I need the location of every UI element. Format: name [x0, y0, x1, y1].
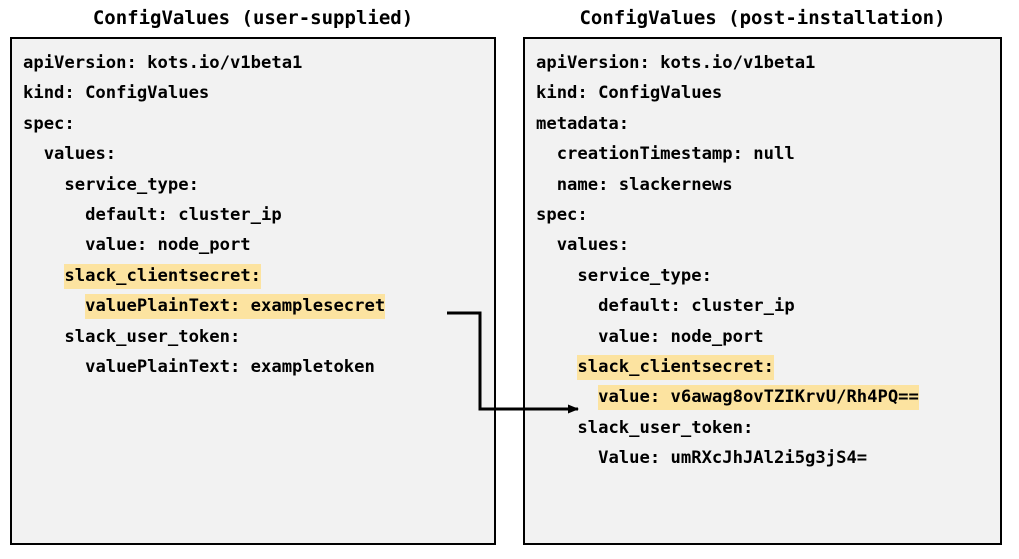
code-line: name: slackernews: [536, 170, 1000, 200]
code-line-text: kind: ConfigValues: [23, 83, 210, 104]
code-line-text: kind: ConfigValues: [536, 83, 723, 104]
code-line: creationTimestamp: null: [536, 139, 1000, 169]
code-line-text: slack_clientsecret:: [577, 354, 775, 380]
code-line-text: slack_user_token:: [64, 326, 241, 347]
code-line: values:: [23, 139, 494, 169]
right-code-lines: apiVersion: kots.io/v1beta1 kind: ConfigV…: [536, 48, 1000, 473]
code-line: default: cluster_ip: [23, 200, 494, 230]
code-line-text: metadata:: [536, 113, 630, 134]
code-line: value: node_port: [23, 230, 494, 260]
code-line-text: slack_clientsecret:: [64, 263, 262, 289]
code-line-text: value: node_port: [598, 326, 764, 347]
code-line-text: creationTimestamp: null: [556, 144, 795, 165]
code-line: metadata:: [536, 109, 1000, 139]
code-line-text: valuePlainText: exampletoken: [85, 356, 375, 377]
code-line-text: slack_user_token:: [577, 417, 754, 438]
code-line-text: name: slackernews: [556, 174, 733, 195]
code-line: slack_user_token:: [536, 413, 1000, 443]
code-line: slack_clientsecret:: [23, 261, 494, 291]
code-line: kind: ConfigValues: [536, 78, 1000, 108]
code-line: slack_clientsecret:: [536, 352, 1000, 382]
code-line-text: values:: [43, 144, 117, 165]
left-panel-title: ConfigValues (user-supplied): [92, 7, 414, 29]
left-code-lines: apiVersion: kots.io/v1beta1 kind: ConfigV…: [23, 48, 494, 382]
code-line: apiVersion: kots.io/v1beta1: [536, 48, 1000, 78]
code-line: kind: ConfigValues: [23, 78, 494, 108]
right-panel-title: ConfigValues (post-installation): [579, 7, 946, 29]
code-line: spec:: [23, 109, 494, 139]
code-line: Value: umRXcJhJAl2i5g3jS4=: [536, 443, 1000, 473]
code-line: apiVersion: kots.io/v1beta1: [23, 48, 494, 78]
code-line-text: service_type:: [64, 174, 199, 195]
code-line-text: default: cluster_ip: [598, 296, 795, 317]
code-line-text: values:: [556, 235, 630, 256]
code-line: value: node_port: [536, 322, 1000, 352]
left-configvalues-box: apiVersion: kots.io/v1beta1 kind: ConfigV…: [10, 37, 496, 545]
code-line-text: valuePlainText: examplesecret: [85, 294, 386, 320]
code-line-text: spec:: [23, 113, 75, 134]
code-line-text: Value: umRXcJhJAl2i5g3jS4=: [598, 448, 868, 469]
code-line-text: service_type:: [577, 265, 712, 286]
code-line-text: value: node_port: [85, 235, 251, 256]
code-line: value: v6awag8ovTZIKrvU/Rh4PQ==: [536, 382, 1000, 412]
right-configvalues-box: apiVersion: kots.io/v1beta1 kind: ConfigV…: [523, 37, 1002, 545]
code-line: spec:: [536, 200, 1000, 230]
code-line: service_type:: [536, 261, 1000, 291]
code-line: values:: [536, 230, 1000, 260]
code-line: slack_user_token:: [23, 322, 494, 352]
code-line-text: spec:: [536, 204, 588, 225]
code-line-text: apiVersion: kots.io/v1beta1: [536, 53, 816, 73]
code-line: default: cluster_ip: [536, 291, 1000, 321]
code-line: service_type:: [23, 170, 494, 200]
code-line-text: apiVersion: kots.io/v1beta1: [23, 53, 303, 73]
code-line: valuePlainText: exampletoken: [23, 352, 494, 382]
code-line-text: value: v6awag8ovTZIKrvU/Rh4PQ==: [598, 385, 919, 411]
code-line: valuePlainText: examplesecret: [23, 291, 494, 321]
code-line-text: default: cluster_ip: [85, 204, 282, 225]
